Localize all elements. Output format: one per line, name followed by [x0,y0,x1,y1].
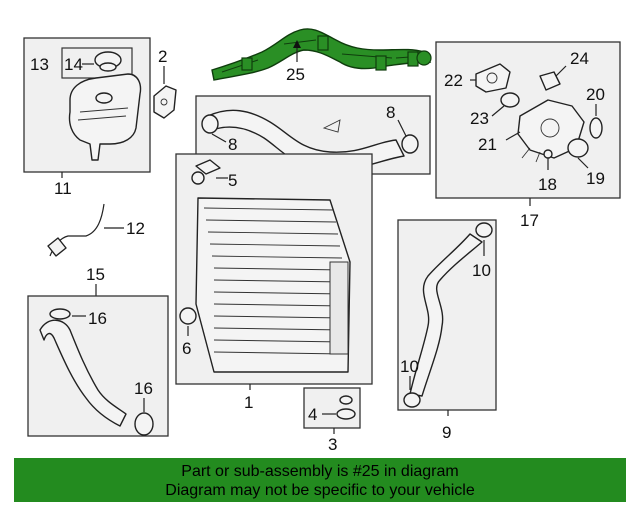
leader-line-21 [505,131,521,141]
reservoir-tank[interactable] [68,73,142,161]
clamp-part-8-left[interactable] [201,114,219,134]
clamp-part-10-bottom[interactable] [403,392,421,408]
o-ring-part-16-bottom[interactable] [134,412,154,436]
leader-line-8-right [397,119,407,137]
radiator-part-1[interactable] [195,197,351,373]
leader-line-24 [555,65,567,77]
callout-15[interactable]: 15 [86,265,105,284]
callout-23[interactable]: 23 [470,109,489,128]
water-outlet-part-22[interactable] [475,63,511,93]
leader-line-23 [491,105,505,117]
callout-20[interactable]: 20 [586,85,605,104]
leader-line-19 [577,157,589,169]
callout-16-bottom[interactable]: 16 [134,379,153,398]
callout-6[interactable]: 6 [182,339,191,358]
callout-1[interactable]: 1 [244,393,253,412]
o-ring-part-20[interactable] [589,117,603,139]
gasket-part-19[interactable] [567,138,589,158]
leader-line-8-left [211,133,227,143]
radiator-hose-part-9[interactable] [409,233,483,397]
clamp-part-10-top[interactable] [475,222,493,238]
radiator-cap-part-5[interactable] [191,159,221,185]
callout-13[interactable]: 13 [30,55,49,74]
callout-4[interactable]: 4 [308,405,317,424]
mount-part-6[interactable] [179,307,197,325]
callout-2[interactable]: 2 [158,47,167,66]
clamp-part-8-right[interactable] [401,134,419,154]
info-banner: Part or sub-assembly is #25 in diagram D… [14,458,626,502]
callout-9[interactable]: 9 [442,423,451,442]
callout-21[interactable]: 21 [478,135,497,154]
callout-5[interactable]: 5 [228,171,237,190]
callout-12[interactable]: 12 [126,219,145,238]
callout-19[interactable]: 19 [586,169,605,188]
highlighted-hose-part-25[interactable] [211,28,432,81]
bolt-part-18[interactable] [543,149,553,159]
callout-10-top[interactable]: 10 [472,261,491,280]
reservoir-cap-part-14[interactable] [94,51,122,72]
sensor-part-24[interactable] [539,71,561,91]
gasket-part-23[interactable] [500,92,520,108]
mount-group-box-3 [303,387,361,429]
mount-part-4[interactable] [336,395,356,420]
callout-22[interactable]: 22 [444,71,463,90]
callout-14[interactable]: 14 [64,55,83,74]
callout-25[interactable]: 25 [286,65,305,84]
banner-line-disclaimer: Diagram may not be specific to your vehi… [165,482,475,499]
callout-18[interactable]: 18 [538,175,557,194]
o-ring-part-16-top[interactable] [49,308,71,320]
arrow-head-25 [293,40,301,48]
banner-line-part-info: Part or sub-assembly is #25 in diagram [181,463,459,480]
callout-10-bottom[interactable]: 10 [400,357,419,376]
overflow-hose-part-12[interactable] [47,203,105,257]
bracket-part-2[interactable] [153,85,177,119]
callout-3[interactable]: 3 [328,435,337,454]
callout-8-left[interactable]: 8 [228,135,237,154]
callout-16-top[interactable]: 16 [88,309,107,328]
bypass-hose-part-15[interactable] [39,319,127,427]
callout-11[interactable]: 11 [54,179,72,198]
callout-17[interactable]: 17 [520,211,539,230]
callout-24[interactable]: 24 [570,49,589,68]
callout-8-right[interactable]: 8 [386,103,395,122]
